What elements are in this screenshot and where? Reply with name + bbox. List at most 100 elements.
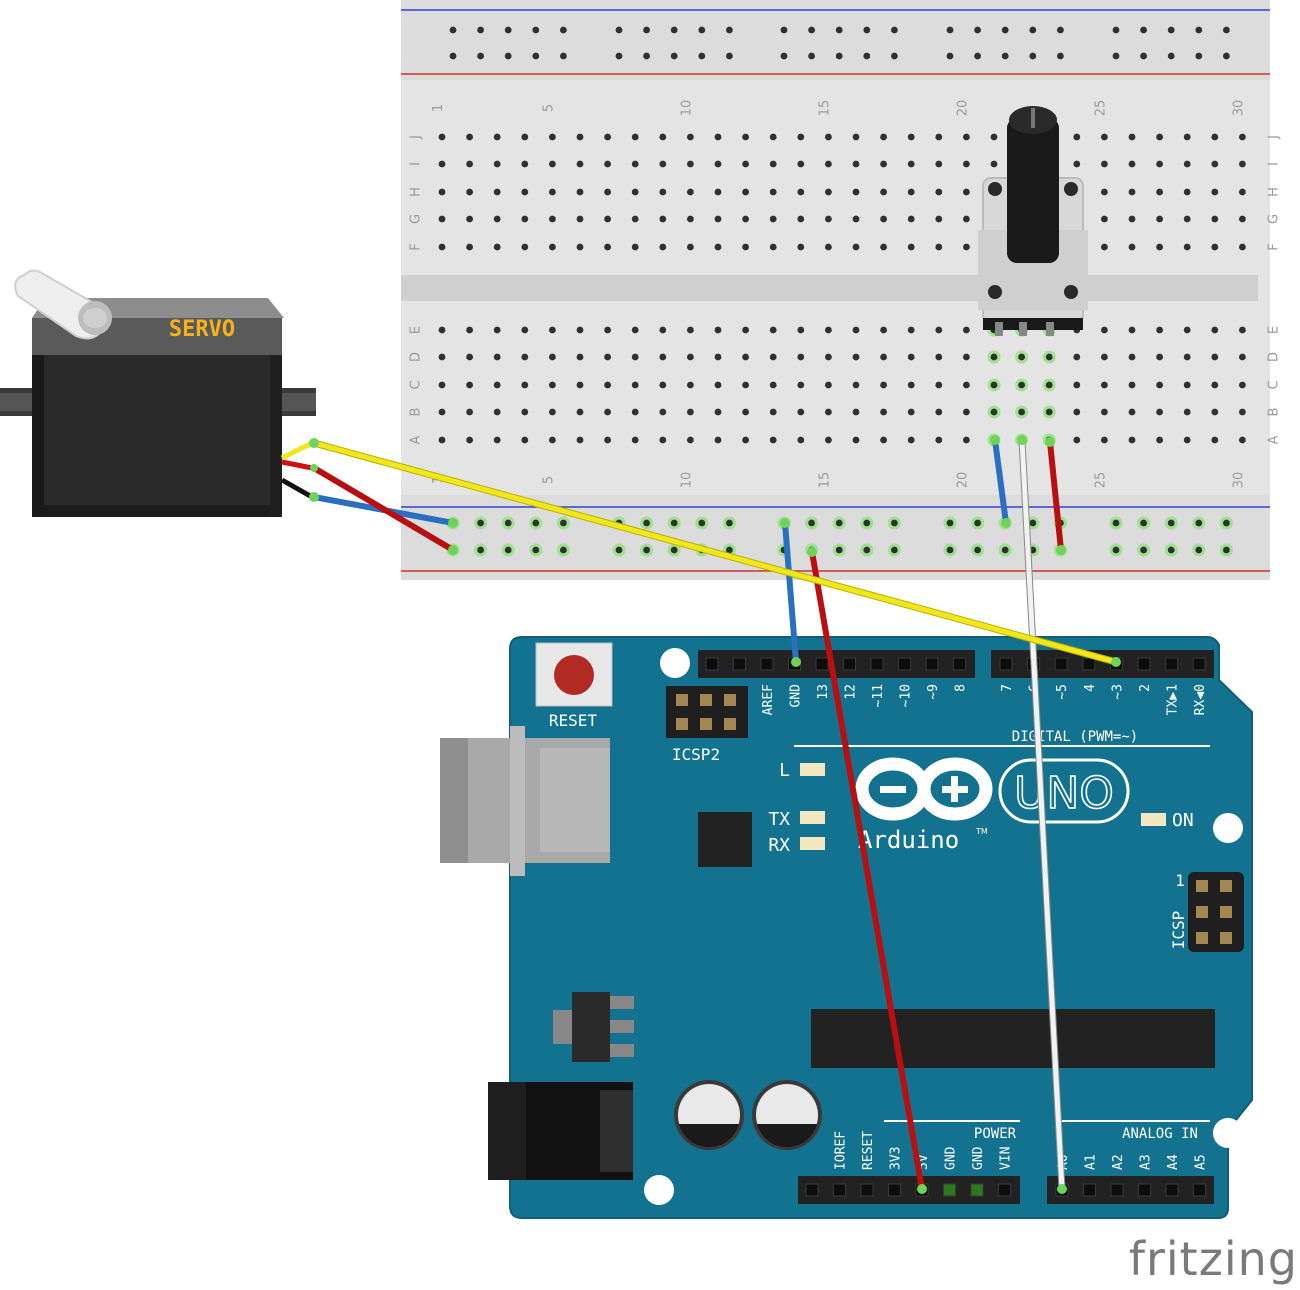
breadboard-hole[interactable]: [549, 353, 556, 361]
breadboard-hole[interactable]: [1239, 381, 1246, 389]
rail-hole[interactable]: [1167, 519, 1175, 527]
rail-hole[interactable]: [698, 52, 706, 60]
breadboard-hole[interactable]: [880, 436, 887, 444]
rail-hole[interactable]: [1140, 52, 1147, 60]
breadboard-hole[interactable]: [521, 188, 529, 196]
rail-hole[interactable]: [670, 546, 678, 554]
rail-hole[interactable]: [726, 519, 733, 527]
breadboard-hole[interactable]: [687, 215, 694, 223]
breadboard-hole[interactable]: [963, 381, 970, 389]
rail-hole[interactable]: [1223, 519, 1230, 527]
breadboard-hole[interactable]: [466, 160, 473, 168]
breadboard-hole[interactable]: [604, 381, 611, 389]
breadboard-hole[interactable]: [659, 215, 667, 223]
breadboard-hole[interactable]: [438, 436, 446, 444]
rail-hole[interactable]: [615, 26, 623, 34]
breadboard-hole[interactable]: [1073, 436, 1081, 444]
rail-hole[interactable]: [891, 546, 898, 554]
breadboard-hole[interactable]: [631, 160, 639, 168]
breadboard-hole[interactable]: [438, 326, 446, 334]
breadboard-hole[interactable]: [880, 188, 887, 196]
breadboard-hole[interactable]: [825, 381, 832, 389]
breadboard-hole[interactable]: [1128, 326, 1136, 334]
rail-hole[interactable]: [1223, 546, 1230, 554]
header-pin[interactable]: [943, 1183, 956, 1197]
breadboard-hole[interactable]: [797, 243, 805, 251]
breadboard-hole[interactable]: [687, 160, 694, 168]
breadboard-hole[interactable]: [825, 408, 832, 416]
header-pin[interactable]: [843, 657, 856, 671]
breadboard-hole[interactable]: [769, 326, 777, 334]
breadboard-hole[interactable]: [769, 408, 777, 416]
breadboard-hole[interactable]: [521, 215, 529, 223]
rail-hole[interactable]: [449, 26, 457, 34]
rail-hole[interactable]: [835, 546, 843, 554]
rail-hole[interactable]: [1195, 52, 1203, 60]
rail-hole[interactable]: [477, 519, 484, 527]
rail-hole[interactable]: [1140, 26, 1147, 34]
breadboard-hole[interactable]: [714, 408, 722, 416]
breadboard-hole[interactable]: [659, 133, 667, 141]
breadboard-hole[interactable]: [1101, 188, 1108, 196]
breadboard-hole[interactable]: [466, 326, 473, 334]
breadboard-hole[interactable]: [466, 408, 473, 416]
breadboard-hole[interactable]: [1128, 436, 1136, 444]
breadboard-hole[interactable]: [990, 160, 998, 168]
breadboard-hole[interactable]: [549, 381, 556, 389]
breadboard-hole[interactable]: [631, 436, 639, 444]
header-pin[interactable]: [999, 657, 1013, 671]
breadboard-hole[interactable]: [493, 326, 501, 334]
rail-hole[interactable]: [504, 26, 512, 34]
breadboard-hole[interactable]: [963, 188, 970, 196]
rail-hole[interactable]: [1057, 52, 1064, 60]
breadboard-hole[interactable]: [825, 160, 832, 168]
breadboard-hole[interactable]: [1211, 408, 1219, 416]
breadboard-hole[interactable]: [493, 353, 501, 361]
breadboard-hole[interactable]: [769, 353, 777, 361]
rail-hole[interactable]: [643, 26, 650, 34]
breadboard-hole[interactable]: [935, 215, 943, 223]
breadboard-hole[interactable]: [963, 326, 970, 334]
rail-hole[interactable]: [974, 52, 981, 60]
breadboard-hole[interactable]: [742, 326, 749, 334]
breadboard-hole[interactable]: [963, 160, 970, 168]
rail-hole[interactable]: [1029, 52, 1037, 60]
breadboard-hole[interactable]: [714, 160, 722, 168]
rail-hole[interactable]: [835, 26, 843, 34]
breadboard-hole[interactable]: [466, 436, 473, 444]
rail-hole[interactable]: [477, 546, 484, 554]
breadboard-hole[interactable]: [438, 215, 446, 223]
breadboard-hole[interactable]: [1128, 215, 1136, 223]
breadboard-hole[interactable]: [687, 381, 694, 389]
breadboard-hole[interactable]: [742, 381, 749, 389]
breadboard-hole[interactable]: [1045, 408, 1053, 416]
header-pin[interactable]: [705, 657, 719, 671]
breadboard-hole[interactable]: [1073, 381, 1081, 389]
breadboard-hole[interactable]: [1239, 326, 1246, 334]
header-pin[interactable]: [970, 1183, 984, 1197]
rail-hole[interactable]: [726, 52, 733, 60]
breadboard-hole[interactable]: [907, 381, 915, 389]
breadboard-hole[interactable]: [631, 381, 639, 389]
rail-hole[interactable]: [1140, 519, 1147, 527]
breadboard-hole[interactable]: [1156, 353, 1163, 361]
rail-hole[interactable]: [1001, 546, 1009, 554]
breadboard-hole[interactable]: [466, 353, 473, 361]
breadboard-hole[interactable]: [631, 133, 639, 141]
breadboard-hole[interactable]: [438, 243, 446, 251]
breadboard-hole[interactable]: [1018, 408, 1025, 416]
header-pin[interactable]: [888, 1183, 901, 1197]
rail-hole[interactable]: [808, 519, 815, 527]
rail-hole[interactable]: [670, 519, 678, 527]
rail-hole[interactable]: [504, 519, 512, 527]
breadboard-hole[interactable]: [1128, 243, 1136, 251]
breadboard-hole[interactable]: [1211, 326, 1219, 334]
breadboard-hole[interactable]: [852, 326, 860, 334]
breadboard-hole[interactable]: [1211, 160, 1219, 168]
breadboard-hole[interactable]: [963, 408, 970, 416]
breadboard-hole[interactable]: [1239, 133, 1246, 141]
breadboard-hole[interactable]: [604, 243, 611, 251]
reset-button[interactable]: [535, 642, 613, 707]
breadboard-hole[interactable]: [852, 353, 860, 361]
breadboard-hole[interactable]: [1128, 408, 1136, 416]
